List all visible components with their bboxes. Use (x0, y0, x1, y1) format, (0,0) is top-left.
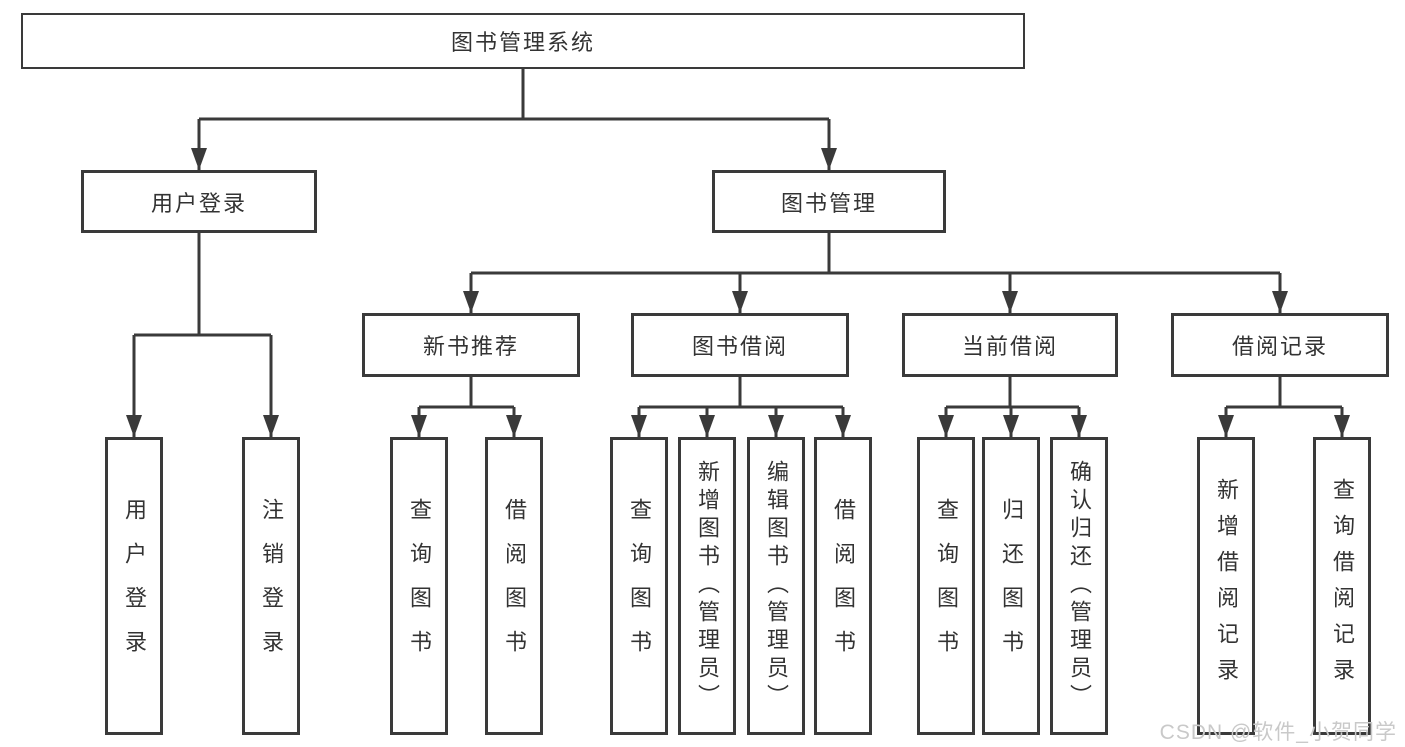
leaf-add-borrow-record: 新增借阅记录 (1197, 437, 1255, 735)
leaf-query-borrow-record: 查询借阅记录 (1313, 437, 1371, 735)
leaf-user-login: 用户登录 (105, 437, 163, 735)
connector-records-to-leaves (1218, 377, 1350, 437)
leaf-add-books-admin: 新增图书（管理员） (678, 437, 736, 735)
leaf-edit-books-admin: 编辑图书（管理员） (747, 437, 805, 735)
node-book-management: 图书管理 (712, 170, 946, 233)
leaf-recommend-query-books: 查询图书 (390, 437, 448, 735)
node-book-borrow: 图书借阅 (631, 313, 849, 377)
node-library-system: 图书管理系统 (21, 13, 1025, 69)
leaf-recommend-borrow-books: 借阅图书 (485, 437, 543, 735)
leaf-current-query-books: 查询图书 (917, 437, 975, 735)
leaf-borrow-borrow-books: 借阅图书 (814, 437, 872, 735)
connector-borrow-to-leaves (631, 377, 851, 437)
connector-recommend-to-leaves (411, 377, 522, 437)
connector-login-to-leaves (126, 233, 279, 437)
leaf-return-books: 归还图书 (982, 437, 1040, 735)
node-current-borrow: 当前借阅 (902, 313, 1118, 377)
node-new-book-recommend: 新书推荐 (362, 313, 580, 377)
csdn-watermark: CSDN @软件_小贺同学 (1159, 721, 1397, 744)
connector-management-to-level3 (463, 233, 1288, 313)
leaf-borrow-query-books: 查询图书 (610, 437, 668, 735)
leaf-confirm-return-admin: 确认归还（管理员） (1050, 437, 1108, 735)
leaf-logout: 注销登录 (242, 437, 300, 735)
connector-current-to-leaves (938, 377, 1087, 437)
node-user-login: 用户登录 (81, 170, 317, 233)
node-borrow-records: 借阅记录 (1171, 313, 1389, 377)
connector-root-to-level2 (191, 69, 837, 170)
